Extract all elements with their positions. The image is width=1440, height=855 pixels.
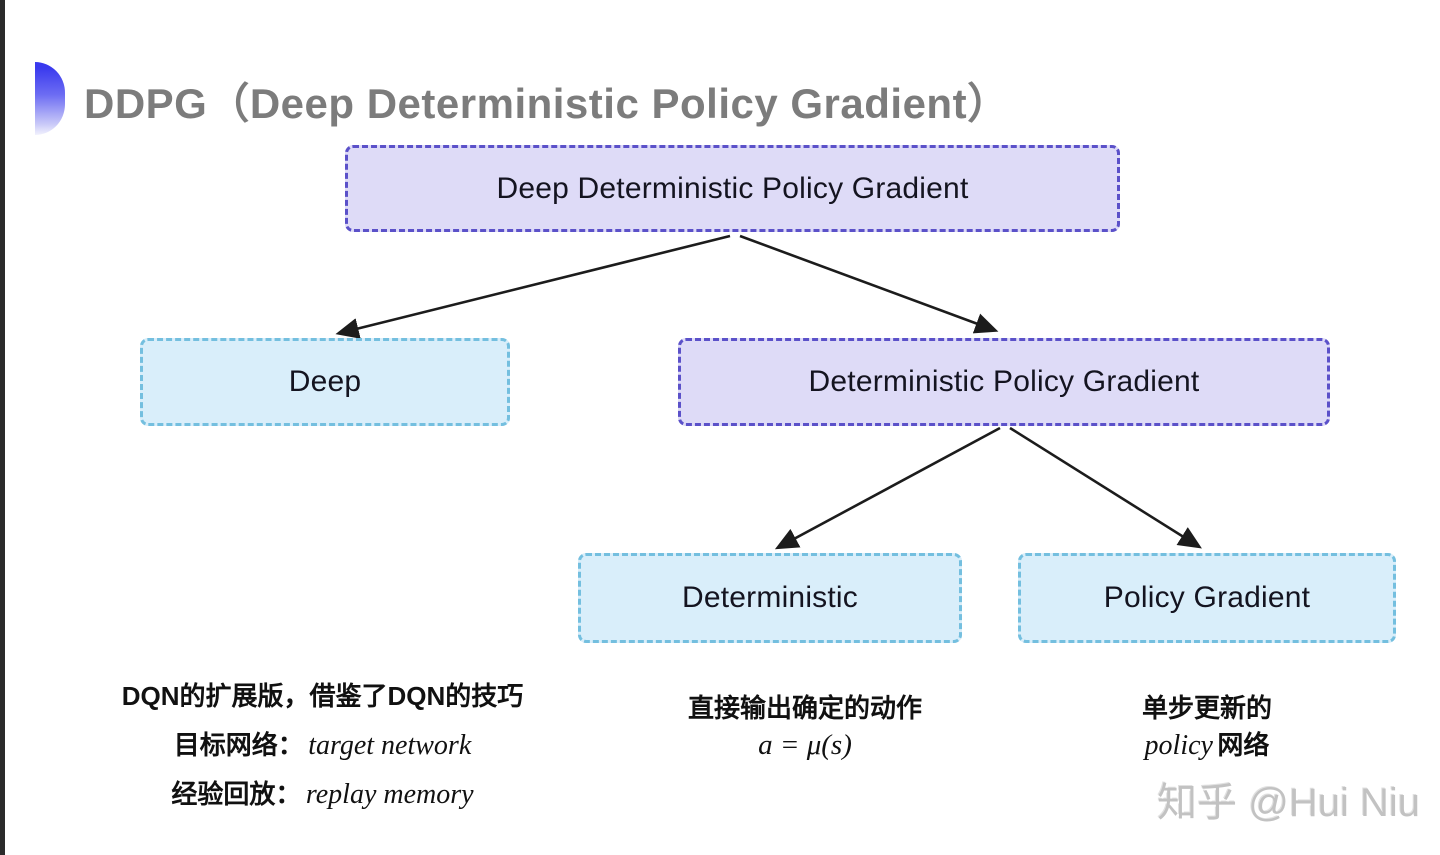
note-deep-line3: 经验回放： replay memory	[90, 770, 555, 819]
note-policy-gradient: 单步更新的 policy 网络	[1057, 690, 1357, 764]
edge-ddpg-dpg	[739, 234, 999, 334]
node-ddpg: Deep Deterministic Policy Gradient	[345, 145, 1120, 232]
edge-ddpg-deep	[335, 234, 731, 339]
replay-memory-label: 经验回放：	[171, 779, 302, 809]
policy-network-word: 网络	[1217, 730, 1270, 760]
note-deterministic-formula: a = μ(s)	[758, 729, 852, 761]
note-policy-gradient-line1: 单步更新的	[1141, 693, 1272, 723]
left-edge-strip	[0, 0, 5, 855]
node-policy-gradient: Policy Gradient	[1018, 553, 1396, 643]
note-deterministic-line1: 直接输出确定的动作	[687, 693, 922, 723]
node-deep-label: Deep	[288, 365, 362, 398]
node-deterministic-label: Deterministic	[682, 581, 858, 614]
node-deterministic: Deterministic	[578, 553, 962, 643]
page-title: DDPG（Deep Deterministic Policy Gradient）	[84, 80, 1010, 127]
node-deterministic-policy-gradient: Deterministic Policy Gradient	[678, 338, 1330, 426]
policy-italic-word: policy	[1144, 730, 1213, 761]
edge-dpg-deterministic	[774, 426, 1001, 550]
target-network-label: 目标网络：	[173, 730, 304, 760]
node-ddpg-label: Deep Deterministic Policy Gradient	[496, 171, 969, 205]
note-deterministic: 直接输出确定的动作 a = μ(s)	[655, 690, 955, 764]
target-network-value: target network	[308, 730, 472, 761]
zhihu-watermark: 知乎 @Hui Niu	[1157, 781, 1420, 825]
edge-dpg-policy-gradient	[1009, 426, 1202, 549]
node-dpg-label: Deterministic Policy Gradient	[808, 365, 1200, 398]
replay-memory-value: replay memory	[305, 779, 474, 810]
note-deep-line2: 目标网络： target network	[90, 721, 555, 770]
note-deep-line1: DQN的扩展版，借鉴了DQN的技巧	[121, 681, 524, 711]
note-policy-gradient-line2: policy 网络	[1057, 727, 1357, 764]
half-circle-accent-icon	[35, 62, 65, 135]
note-deep: DQN的扩展版，借鉴了DQN的技巧 目标网络： target network 经…	[90, 672, 555, 819]
node-policy-gradient-label: Policy Gradient	[1103, 581, 1311, 614]
node-deep: Deep	[140, 338, 510, 426]
